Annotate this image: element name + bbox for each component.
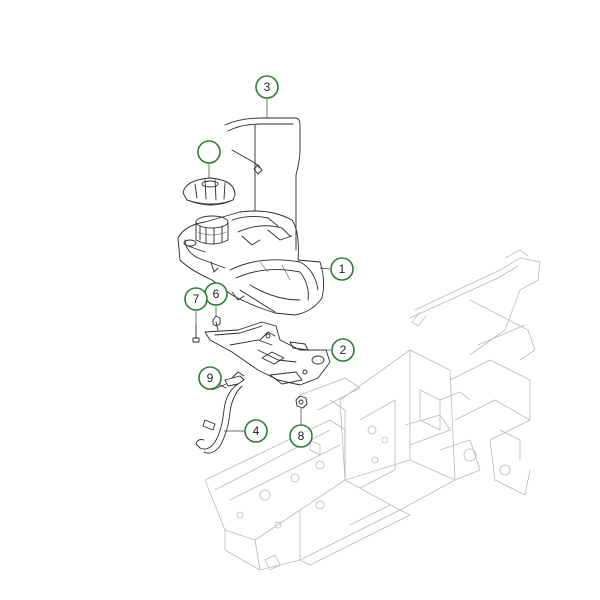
callout-8: 8 (289, 424, 313, 448)
callout-6: 6 (204, 282, 228, 306)
callout-7: 7 (184, 287, 208, 311)
part-6-bolt (212, 315, 221, 331)
chassis-frame (204, 249, 541, 571)
callout-2: 2 (331, 338, 355, 362)
svg-text:3: 3 (264, 80, 271, 94)
callout-3: 3 (255, 75, 279, 99)
part-8-nut (295, 395, 308, 409)
callout-9: 9 (198, 366, 222, 390)
part-2-mounting-plate (204, 321, 331, 386)
svg-text:2: 2 (340, 343, 347, 357)
svg-text:8: 8 (298, 429, 305, 443)
part-5-fuel-cap (182, 177, 236, 206)
svg-text:6: 6 (213, 287, 220, 301)
svg-text:7: 7 (193, 292, 200, 306)
part-1-fuel-tank (177, 210, 325, 316)
svg-text:4: 4 (253, 424, 260, 438)
svg-text:5: 5 (206, 145, 213, 159)
part-7-screw (192, 324, 200, 343)
callout-1: 1 (330, 257, 354, 281)
part-4-hose (195, 383, 243, 454)
part-9-clamp (224, 371, 245, 387)
callout-5: 5 (197, 140, 221, 164)
part-3-fuel-line (224, 117, 301, 251)
svg-text:1: 1 (339, 262, 346, 276)
leader-lines (195, 98, 331, 432)
callout-4: 4 (244, 419, 268, 443)
svg-text:9: 9 (207, 371, 214, 385)
